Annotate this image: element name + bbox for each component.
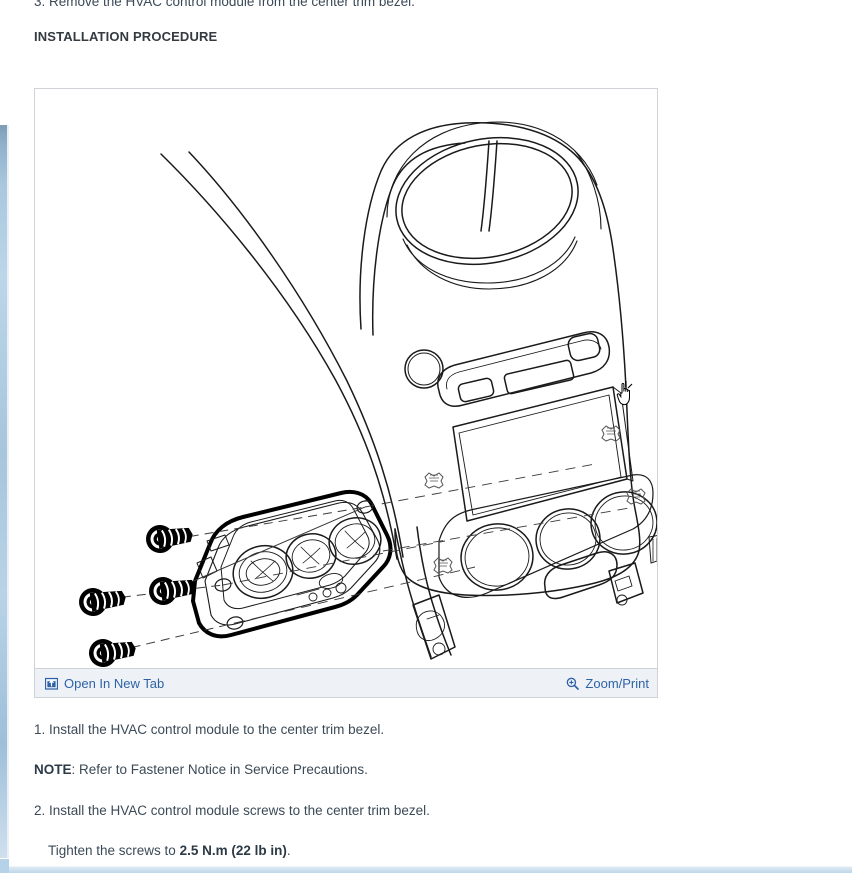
install-step-1-text: 1. Install the HVAC control module to th… bbox=[34, 722, 385, 737]
magnifier-plus-icon bbox=[566, 677, 580, 690]
zoom-print-button[interactable]: Zoom/Print bbox=[566, 676, 649, 691]
pointing-hand-cursor bbox=[615, 379, 637, 407]
page-bottom-left-corner bbox=[0, 859, 9, 873]
torque-suffix: . bbox=[286, 843, 291, 858]
browser-page-edge-strip bbox=[0, 125, 7, 858]
install-step-2: 2. Install the HVAC control module screw… bbox=[34, 802, 430, 819]
open-in-new-tab-button[interactable]: Open In New Tab bbox=[45, 676, 164, 691]
note-label: NOTE bbox=[34, 762, 72, 777]
figure-container: Open In New Tab Zoom/Print bbox=[34, 88, 658, 698]
page-title: INSTALLATION PROCEDURE bbox=[34, 29, 218, 44]
open-in-new-tab-label: Open In New Tab bbox=[64, 675, 165, 691]
install-step-1: 1. Install the HVAC control module to th… bbox=[34, 721, 384, 738]
open-in-new-tab-icon bbox=[45, 677, 58, 690]
zoom-print-label: Zoom/Print bbox=[585, 675, 649, 691]
figure-toolbar: Open In New Tab Zoom/Print bbox=[35, 668, 657, 697]
browser-page-edge-highlight bbox=[7, 125, 9, 858]
install-note: NOTE: Refer to Fastener Notice in Servic… bbox=[34, 761, 368, 778]
technical-illustration[interactable] bbox=[35, 89, 657, 668]
page-bottom-edge bbox=[0, 863, 852, 873]
torque-prefix: Tighten the screws to bbox=[48, 843, 180, 858]
note-text: : Refer to Fastener Notice in Service Pr… bbox=[71, 762, 368, 777]
install-step-2-text: 2. Install the HVAC control module screw… bbox=[34, 803, 430, 818]
torque-value: 2.5 N.m (22 lb in) bbox=[179, 843, 287, 858]
previous-step-clipped: 3. Remove the HVAC control module from t… bbox=[34, 0, 415, 9]
torque-spec: Tighten the screws to 2.5 N.m (22 lb in)… bbox=[48, 842, 291, 859]
